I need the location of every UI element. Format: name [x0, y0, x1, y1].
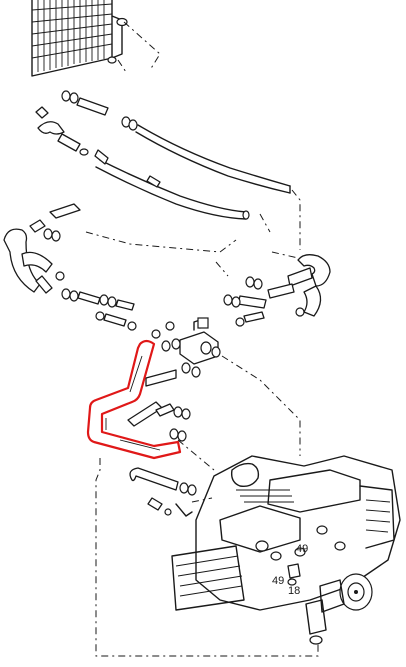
- leader-small-part: [177, 439, 215, 503]
- upper-hose-assembly: [35, 90, 291, 220]
- callout-18: 18: [288, 585, 300, 597]
- leader-radiator-right: [117, 21, 161, 73]
- leader-thermostat-to-engine: [221, 355, 301, 456]
- leader-upper-right: [259, 189, 301, 250]
- engine-block: [171, 455, 401, 645]
- lower-hoses: [127, 401, 191, 442]
- leader-left-group: [85, 231, 237, 253]
- left-hose-group: [3, 203, 137, 331]
- right-hose-assembly: [223, 254, 331, 327]
- callout-49-upper: 49: [296, 543, 308, 555]
- leader-right-assembly: [215, 251, 299, 277]
- highlighted-coolant-hose: [86, 339, 182, 460]
- leader-hose-to-engine: [95, 458, 319, 657]
- radiator: [31, 0, 128, 77]
- callout-49-lower: 49: [272, 575, 284, 587]
- thermostat-housing: [145, 317, 221, 387]
- engine-feed-hose: [129, 467, 197, 517]
